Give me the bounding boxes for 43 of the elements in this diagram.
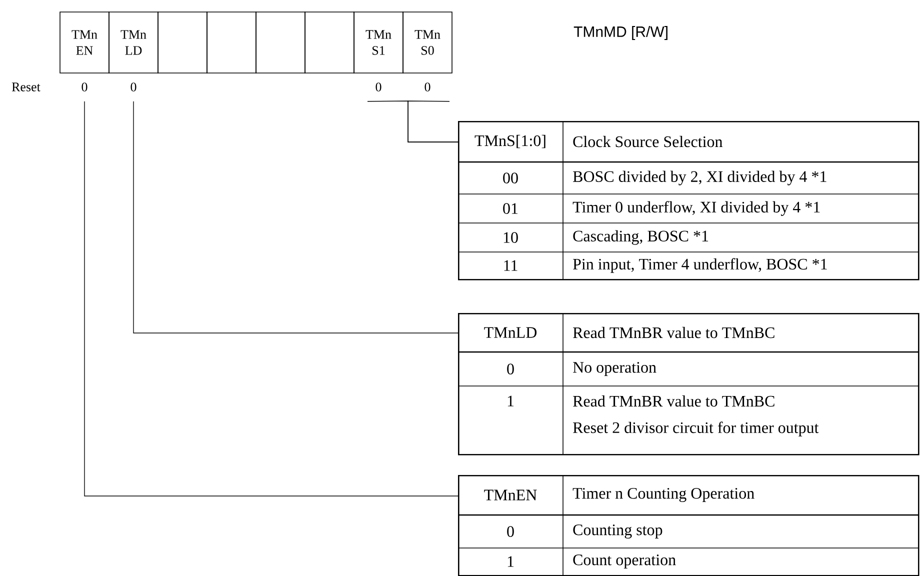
bit-cell: TMn EN (60, 12, 110, 74)
table-header: Read TMnBR value to TMnBC (573, 326, 774, 338)
table-text: 1 (508, 556, 514, 567)
table-text: 1 (508, 396, 514, 406)
reset-value: 0 (130, 82, 136, 92)
table-text: 0 (507, 526, 514, 537)
table-header: Clock Source Selection (573, 136, 722, 148)
empty-bit-cell (206, 12, 256, 74)
table-header: Timer n Counting Operation (572, 488, 754, 502)
table-text: 00 (503, 172, 518, 184)
table-text: 11 (504, 260, 518, 271)
register-table (458, 312, 920, 456)
table-text: BOSC divided by 2, XI divided by 4 *1 (573, 170, 826, 186)
register-table (458, 120, 920, 280)
register-title: TMnMD [R/W] (574, 26, 668, 40)
leader-line (84, 101, 458, 496)
table-text: 0 (507, 364, 514, 374)
table-header: TMnLD (484, 327, 537, 338)
empty-bit-cell (158, 12, 208, 74)
row-label: Reset (12, 82, 40, 92)
register-table (458, 474, 920, 576)
leader-line (408, 100, 458, 142)
table-text: 01 (503, 203, 518, 214)
leader-line (133, 101, 458, 334)
table-text: Count operation (573, 554, 676, 568)
reset-value: 0 (82, 82, 88, 92)
table-text: No operation (573, 362, 656, 376)
empty-bit-cell (304, 12, 354, 74)
table-text: Timer 0 underflow, XI divided by 4 *1 (572, 201, 820, 216)
table-text: Pin input, Timer 4 underflow, BOSC *1 (573, 258, 827, 273)
table-text: 10 (504, 232, 518, 243)
bit-cell: TMn S1 (354, 12, 404, 74)
table-text: Reset 2 divisor circuit for timer output (573, 422, 819, 436)
table-header: TMnEN (484, 490, 537, 500)
reset-value: 0 (424, 82, 430, 92)
bit-cell: TMn LD (108, 12, 158, 74)
table-header: TMnS[1:0] (474, 134, 546, 148)
table-text: Counting stop (573, 524, 662, 539)
table-text: Cascading, BOSC *1 (573, 230, 708, 245)
bit-cell: TMn S0 (402, 12, 452, 74)
reset-value: 0 (376, 82, 382, 92)
empty-bit-cell (256, 12, 306, 74)
table-text: Read TMnBR value to TMnBC (573, 395, 774, 407)
